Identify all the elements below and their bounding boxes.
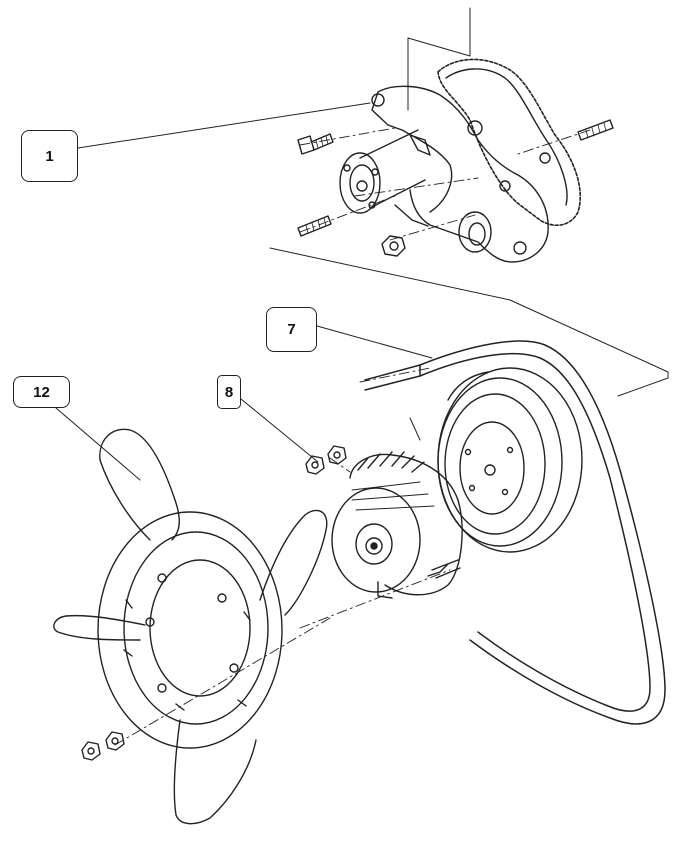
callout-label: 7 xyxy=(287,321,296,338)
water-pump xyxy=(339,58,582,263)
leader-line-7 xyxy=(316,325,433,359)
leader-lines xyxy=(55,102,433,481)
assembly-axis-lines xyxy=(114,127,591,746)
crank-pulley xyxy=(437,367,583,553)
callout-label: 8 xyxy=(224,383,234,401)
leader-line-12 xyxy=(55,407,141,481)
v-belt xyxy=(364,340,666,725)
cooling-fan xyxy=(53,428,328,825)
callout-alternator: 8 xyxy=(217,375,241,409)
callout-cooling-fan: 12 xyxy=(13,376,70,408)
callout-v-belt: 7 xyxy=(266,307,317,352)
leader-line-1 xyxy=(77,102,371,149)
leader-line-8 xyxy=(240,398,319,463)
bracket-frame-lines xyxy=(269,7,669,441)
alternator xyxy=(305,445,463,599)
callout-label: 12 xyxy=(33,383,50,401)
callout-water-pump: 1 xyxy=(21,130,78,182)
callout-label: 1 xyxy=(45,147,54,165)
pump-fasteners xyxy=(297,119,614,257)
